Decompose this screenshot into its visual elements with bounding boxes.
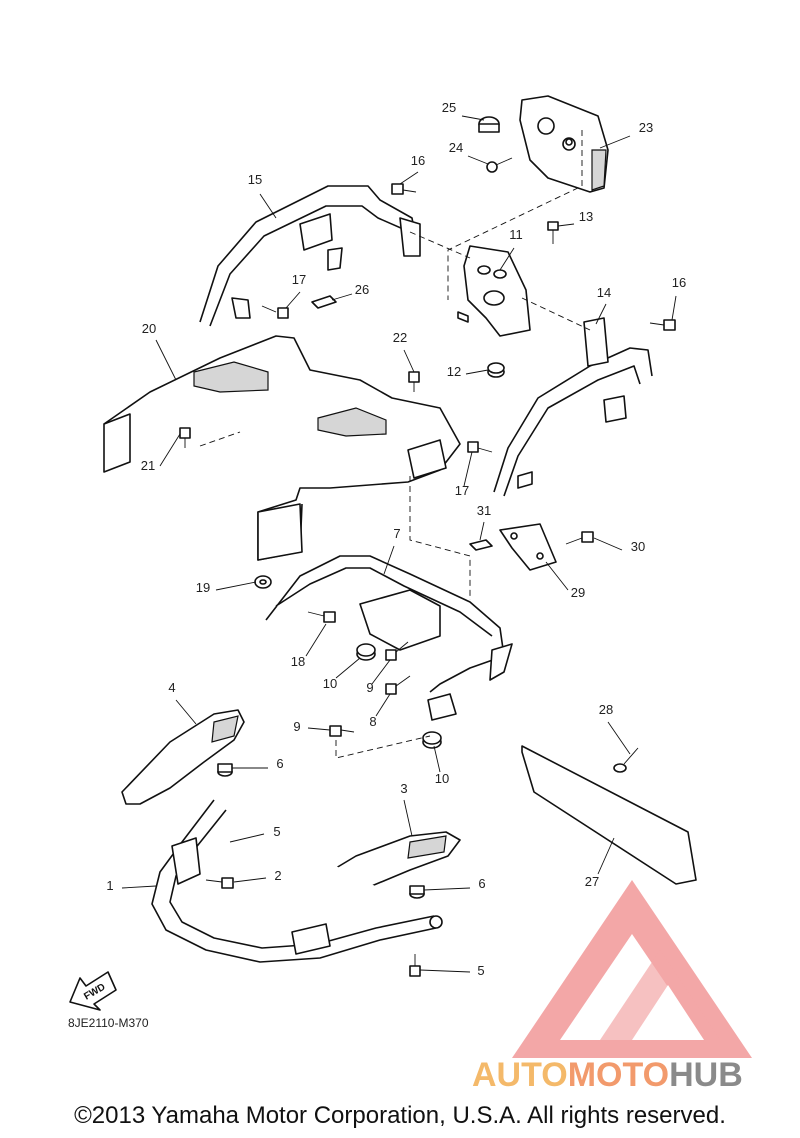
callout-11: 11: [509, 227, 523, 242]
callout-16: 16: [411, 153, 425, 168]
watermark-hub: HUB: [669, 1056, 743, 1094]
part-18-bolt: [307, 611, 336, 623]
part-16-bolt-upper: [391, 183, 417, 195]
watermark-moto: MOTO: [568, 1056, 669, 1094]
callout-21: 21: [141, 458, 155, 473]
alignment-lines: [199, 130, 591, 759]
part-1-rear-bumper: [151, 799, 443, 963]
part-8-bolt: [385, 675, 411, 695]
callout-25: 25: [442, 100, 456, 115]
callout-29: 29: [571, 585, 585, 600]
part-27-plate: [521, 745, 697, 885]
part-29-bracket: [499, 523, 557, 571]
part-30-bolt: [565, 531, 594, 545]
part-4-side-guard-left: [121, 709, 245, 805]
part-6-collar-left: [217, 763, 233, 777]
watermark-logo: [512, 880, 752, 1058]
callout-19: 19: [196, 580, 210, 595]
callout-22: 22: [393, 330, 407, 345]
callout-16: 16: [672, 275, 686, 290]
callout-labels: 1234556678991010111213141516161717181920…: [106, 100, 686, 978]
callout-20: 20: [142, 321, 156, 336]
callout-9: 9: [293, 719, 300, 734]
svg-text:AUTOMOTOHUB: AUTOMOTOHUB: [472, 1056, 743, 1094]
part-10-nut-lower: [422, 731, 442, 749]
part-17-bolt-lower: [467, 441, 493, 453]
watermark-brand: AUTOMOTOHUB: [472, 1056, 743, 1094]
callout-1: 1: [106, 878, 113, 893]
callout-5: 5: [477, 963, 484, 978]
part-6-collar-right: [409, 885, 425, 899]
part-9-bolt-lower: [329, 725, 355, 737]
callout-6: 6: [478, 876, 485, 891]
callout-17: 17: [292, 272, 306, 287]
callout-2: 2: [274, 868, 281, 883]
part-9-bolt-upper: [385, 641, 409, 661]
watermark-auto: AUTO: [472, 1056, 568, 1094]
part-11-bracket: [457, 245, 531, 337]
callout-10: 10: [435, 771, 449, 786]
part-28-rivet: [613, 747, 639, 773]
part-5-bolt-right: [409, 954, 421, 977]
part-25-plug: [478, 116, 500, 133]
callout-13: 13: [579, 209, 593, 224]
callout-26: 26: [355, 282, 369, 297]
callout-4: 4: [168, 680, 175, 695]
callout-15: 15: [248, 172, 262, 187]
fwd-arrow-icon: FWD: [69, 971, 117, 1011]
part-16-bolt-right: [649, 319, 676, 331]
callout-30: 30: [631, 539, 645, 554]
part-20-rear-fender: [103, 335, 461, 561]
part-7-rear-frame: [265, 555, 513, 721]
callout-31: 31: [477, 503, 491, 518]
callout-24: 24: [449, 140, 463, 155]
callout-28: 28: [599, 702, 613, 717]
part-24-screw: [486, 157, 513, 173]
callout-14: 14: [597, 285, 611, 300]
part-26-label: [311, 295, 337, 309]
part-17-bolt-upper: [261, 305, 289, 319]
part-14-grab-rail-right: [493, 317, 653, 497]
diagram-code: 8JE2110-M370: [68, 1016, 149, 1030]
callout-7: 7: [393, 526, 400, 541]
callout-3: 3: [400, 781, 407, 796]
callout-17: 17: [455, 483, 469, 498]
copyright-notice: ©2013 Yamaha Motor Corporation, U.S.A. A…: [74, 1102, 726, 1129]
callout-23: 23: [639, 120, 653, 135]
part-22-bolt: [408, 371, 420, 392]
part-23-rear-cover: [519, 95, 609, 193]
part-21-bolt: [179, 427, 191, 448]
part-13-bolt: [547, 221, 559, 244]
part-12-nut: [487, 362, 505, 378]
callout-18: 18: [291, 654, 305, 669]
callout-27: 27: [585, 874, 599, 889]
part-19-washer: [254, 575, 272, 589]
callout-12: 12: [447, 364, 461, 379]
callout-leaders: [121, 115, 677, 973]
callout-10: 10: [323, 676, 337, 691]
part-15-grab-rail-left: [199, 185, 421, 327]
part-10-nut-upper: [356, 643, 376, 661]
callout-6: 6: [276, 756, 283, 771]
part-31-label: [469, 539, 493, 551]
callout-8: 8: [369, 714, 376, 729]
part-2-bolt: [205, 877, 234, 889]
callout-9: 9: [366, 680, 373, 695]
callout-5: 5: [273, 824, 280, 839]
